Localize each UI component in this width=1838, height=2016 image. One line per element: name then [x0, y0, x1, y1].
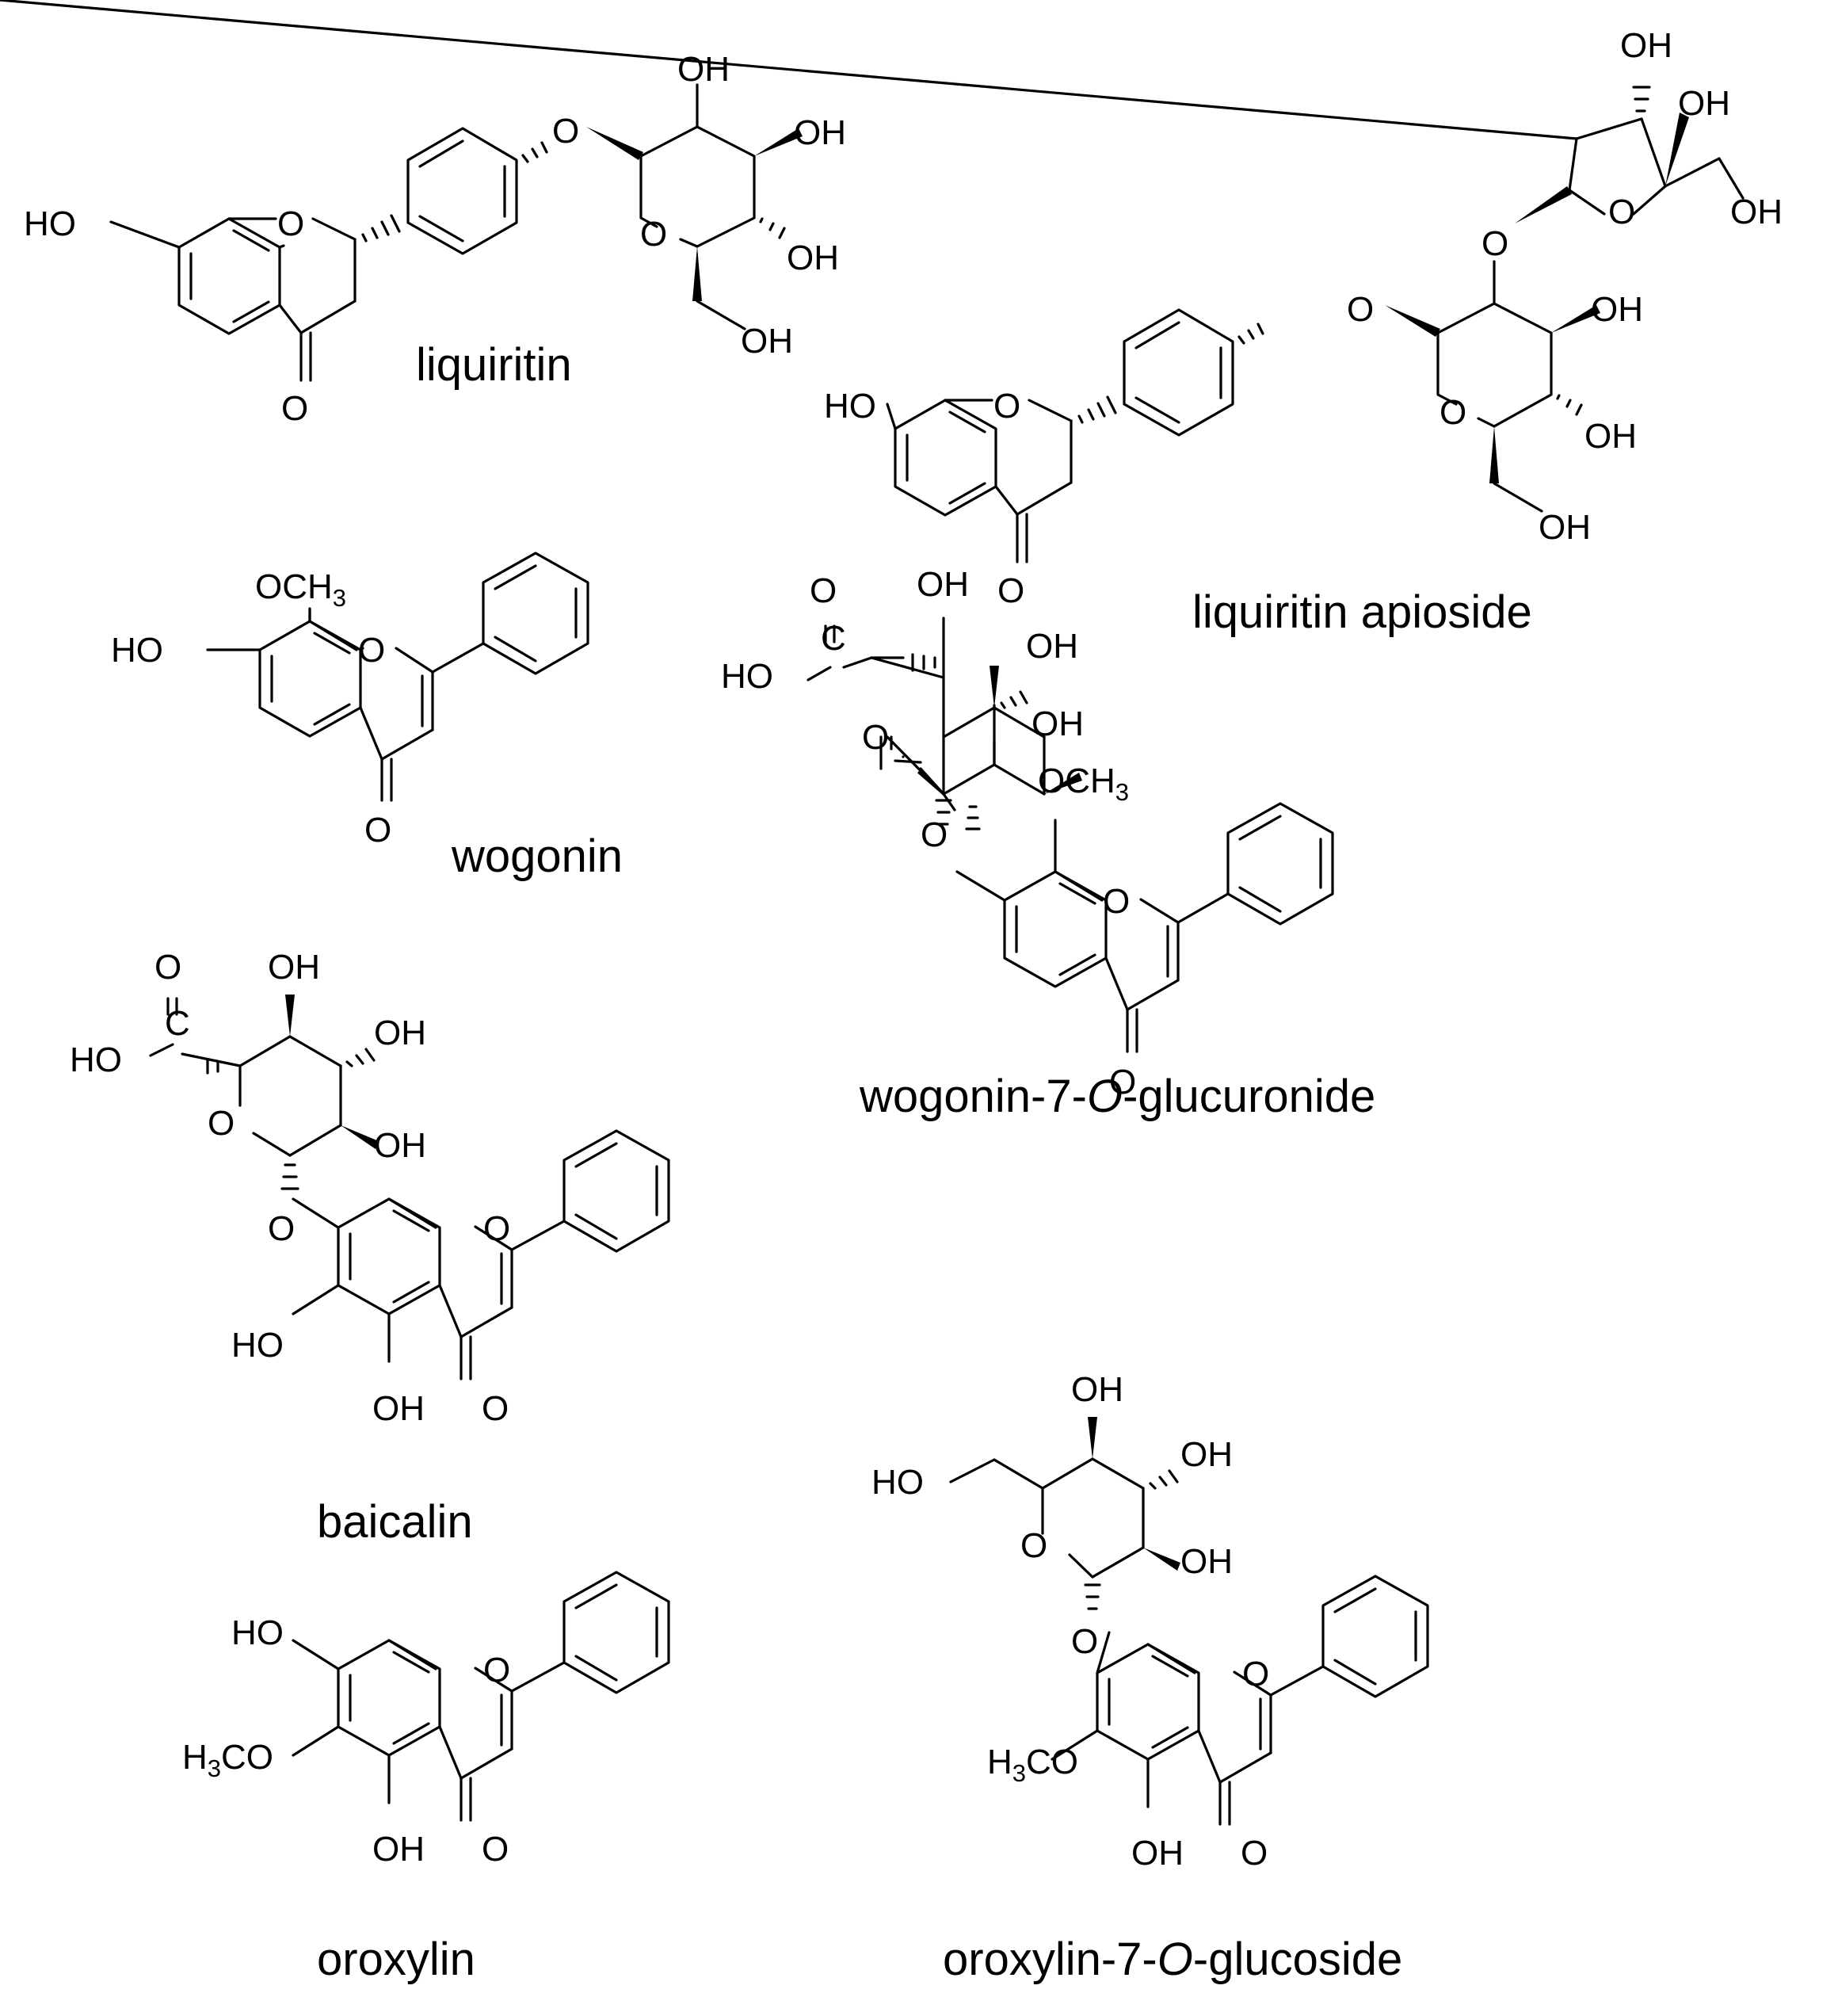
label-oh: OH	[787, 239, 839, 277]
label-oh: OH	[1031, 704, 1084, 743]
label-oh: OH	[1584, 417, 1637, 456]
label-o: O	[640, 215, 667, 254]
label-o: O	[1103, 882, 1130, 921]
label-o: O	[1608, 193, 1635, 231]
label-ho: HO	[70, 1040, 122, 1079]
label-oh: OH	[677, 50, 730, 89]
label-ho: HO	[824, 387, 876, 426]
label-oh: OH	[1180, 1542, 1233, 1581]
label-o: O	[281, 389, 308, 428]
label-oh: OH	[372, 1830, 425, 1869]
label-methoxy: OCH3	[1038, 762, 1129, 806]
label-o: O	[358, 631, 385, 670]
label-oh: OH	[794, 113, 846, 152]
label-oh: OH	[268, 948, 320, 987]
label-oh: OH	[1620, 26, 1672, 65]
label-o: O	[268, 1209, 295, 1248]
label-o: O	[1241, 1834, 1268, 1873]
label-ho: HO	[231, 1613, 284, 1652]
structure-wogonin	[206, 552, 589, 802]
label-o: O	[552, 112, 579, 151]
label-o: O	[1109, 1063, 1136, 1102]
label-o: O	[1071, 1622, 1098, 1661]
structure-liquiritin	[109, 83, 803, 382]
label-o: O	[1347, 290, 1374, 329]
label-o: O	[1481, 224, 1508, 263]
label-oh: OH	[1730, 193, 1783, 231]
structure-oroxylin	[292, 1571, 670, 1822]
structure-wogonin-7-o-glucuronide	[807, 617, 1334, 1053]
label-oh: OH	[1591, 290, 1643, 329]
structure-oroxylin-7-o-glucoside	[949, 1417, 1429, 1826]
label-o: O	[993, 387, 1020, 426]
label-o: O	[862, 718, 889, 757]
label-oh: OH	[741, 322, 793, 361]
label-oh: OH	[917, 565, 969, 604]
label-o: O	[1242, 1655, 1269, 1693]
label-oh: OH	[374, 1126, 426, 1165]
label-ho: HO	[111, 631, 163, 670]
label-ho: HO	[24, 204, 76, 243]
label-oh: OH	[372, 1389, 425, 1428]
label-methoxy-left: H3CO	[987, 1743, 1078, 1787]
label-ho: HO	[871, 1463, 924, 1502]
label-o: O	[208, 1104, 235, 1143]
label-o: O	[482, 1830, 509, 1869]
compound-name: oroxylin	[317, 1934, 475, 1985]
structure-liquiritin-apioside	[0, 0, 1745, 563]
label-o: O	[364, 811, 391, 850]
compound-name: oroxylin-7-O-glucoside	[943, 1934, 1402, 1985]
label-o: O	[1020, 1526, 1047, 1565]
label-oh: OH	[1131, 1834, 1184, 1873]
structure-baicalin	[149, 995, 670, 1380]
compound-name: baicalin	[317, 1496, 473, 1548]
label-c: C	[821, 619, 846, 658]
label-oh: OH	[1026, 627, 1078, 666]
label-c: C	[165, 1004, 190, 1043]
label-oh: OH	[1071, 1370, 1123, 1409]
label-o: O	[154, 948, 181, 987]
label-o: O	[277, 204, 304, 243]
label-o: O	[997, 571, 1024, 610]
label-oh: OH	[1678, 84, 1730, 123]
label-methoxy: OCH3	[255, 567, 346, 612]
label-methoxy-left: H3CO	[182, 1738, 273, 1782]
label-o: O	[810, 571, 837, 610]
label-ho: HO	[721, 657, 773, 696]
compound-name: wogonin-7-O-glucuronide	[859, 1071, 1375, 1122]
label-oh: OH	[1180, 1435, 1233, 1474]
label-oh: OH	[374, 1014, 426, 1052]
label-o: O	[483, 1651, 510, 1690]
label-o: O	[483, 1209, 510, 1248]
label-o: O	[482, 1389, 509, 1428]
label-oh: OH	[1539, 508, 1591, 547]
label-o: O	[921, 815, 948, 854]
compound-name: wogonin	[451, 830, 623, 882]
compound-name: liquiritin	[416, 339, 572, 391]
compound-name: liquiritin apioside	[1192, 586, 1532, 638]
label-ho: HO	[231, 1326, 284, 1365]
label-o: O	[1440, 393, 1466, 432]
